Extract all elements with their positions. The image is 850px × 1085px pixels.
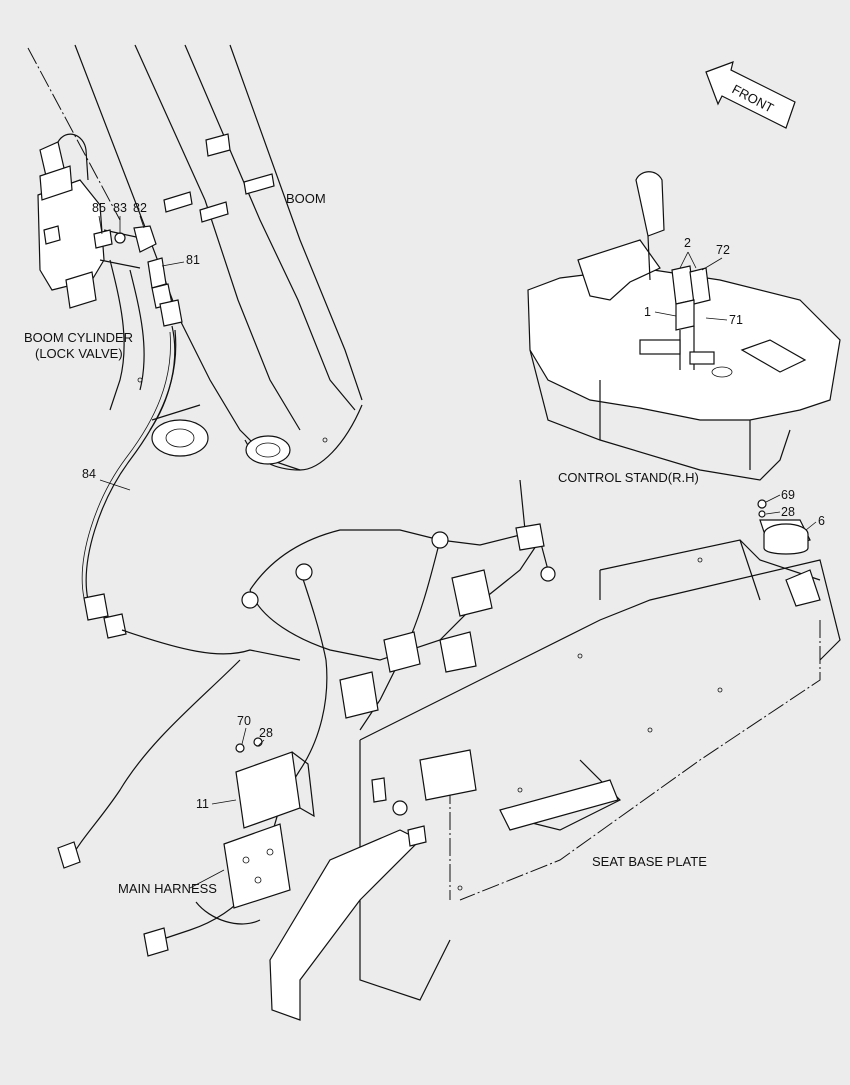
boom-label: BOOM <box>286 191 326 206</box>
seat-base-plate-label: SEAT BASE PLATE <box>592 854 707 869</box>
harness-84 <box>57 329 301 869</box>
part-number-83: 83 <box>113 201 127 215</box>
main-harness-label: MAIN HARNESS <box>118 881 217 896</box>
part-number-6: 6 <box>818 514 825 528</box>
part-number-69: 69 <box>781 488 795 502</box>
part-number-70: 70 <box>237 714 251 728</box>
seat-base-plate <box>269 519 841 1021</box>
controller-box <box>223 737 315 909</box>
boom-cylinder <box>37 133 209 457</box>
part-number-28-upper: 28 <box>781 505 795 519</box>
boom-cylinder-label: BOOM CYLINDER <box>24 330 133 345</box>
lock-valve-label: (LOCK VALVE) <box>35 346 123 361</box>
part-number-85: 85 <box>92 201 106 215</box>
control-stand-label: CONTROL STAND(R.H) <box>558 470 699 485</box>
part-number-2: 2 <box>684 236 691 250</box>
part-number-72: 72 <box>716 243 730 257</box>
part-number-71: 71 <box>729 313 743 327</box>
part-number-1: 1 <box>644 305 651 319</box>
part-number-81: 81 <box>186 253 200 267</box>
leader-lines <box>98 215 817 889</box>
front-arrow: FRONT <box>705 61 796 129</box>
part-number-11: 11 <box>196 797 209 811</box>
part-number-84: 84 <box>82 467 96 481</box>
control-stand <box>527 171 841 481</box>
boom-structure <box>27 44 363 471</box>
buzzer-6 <box>757 499 809 555</box>
valve-fittings <box>93 225 183 431</box>
part-number-82: 82 <box>133 201 147 215</box>
text-labels: BOOM BOOM CYLINDER (LOCK VALVE) CONTROL … <box>24 191 825 896</box>
part-number-28-lower: 28 <box>259 726 273 740</box>
